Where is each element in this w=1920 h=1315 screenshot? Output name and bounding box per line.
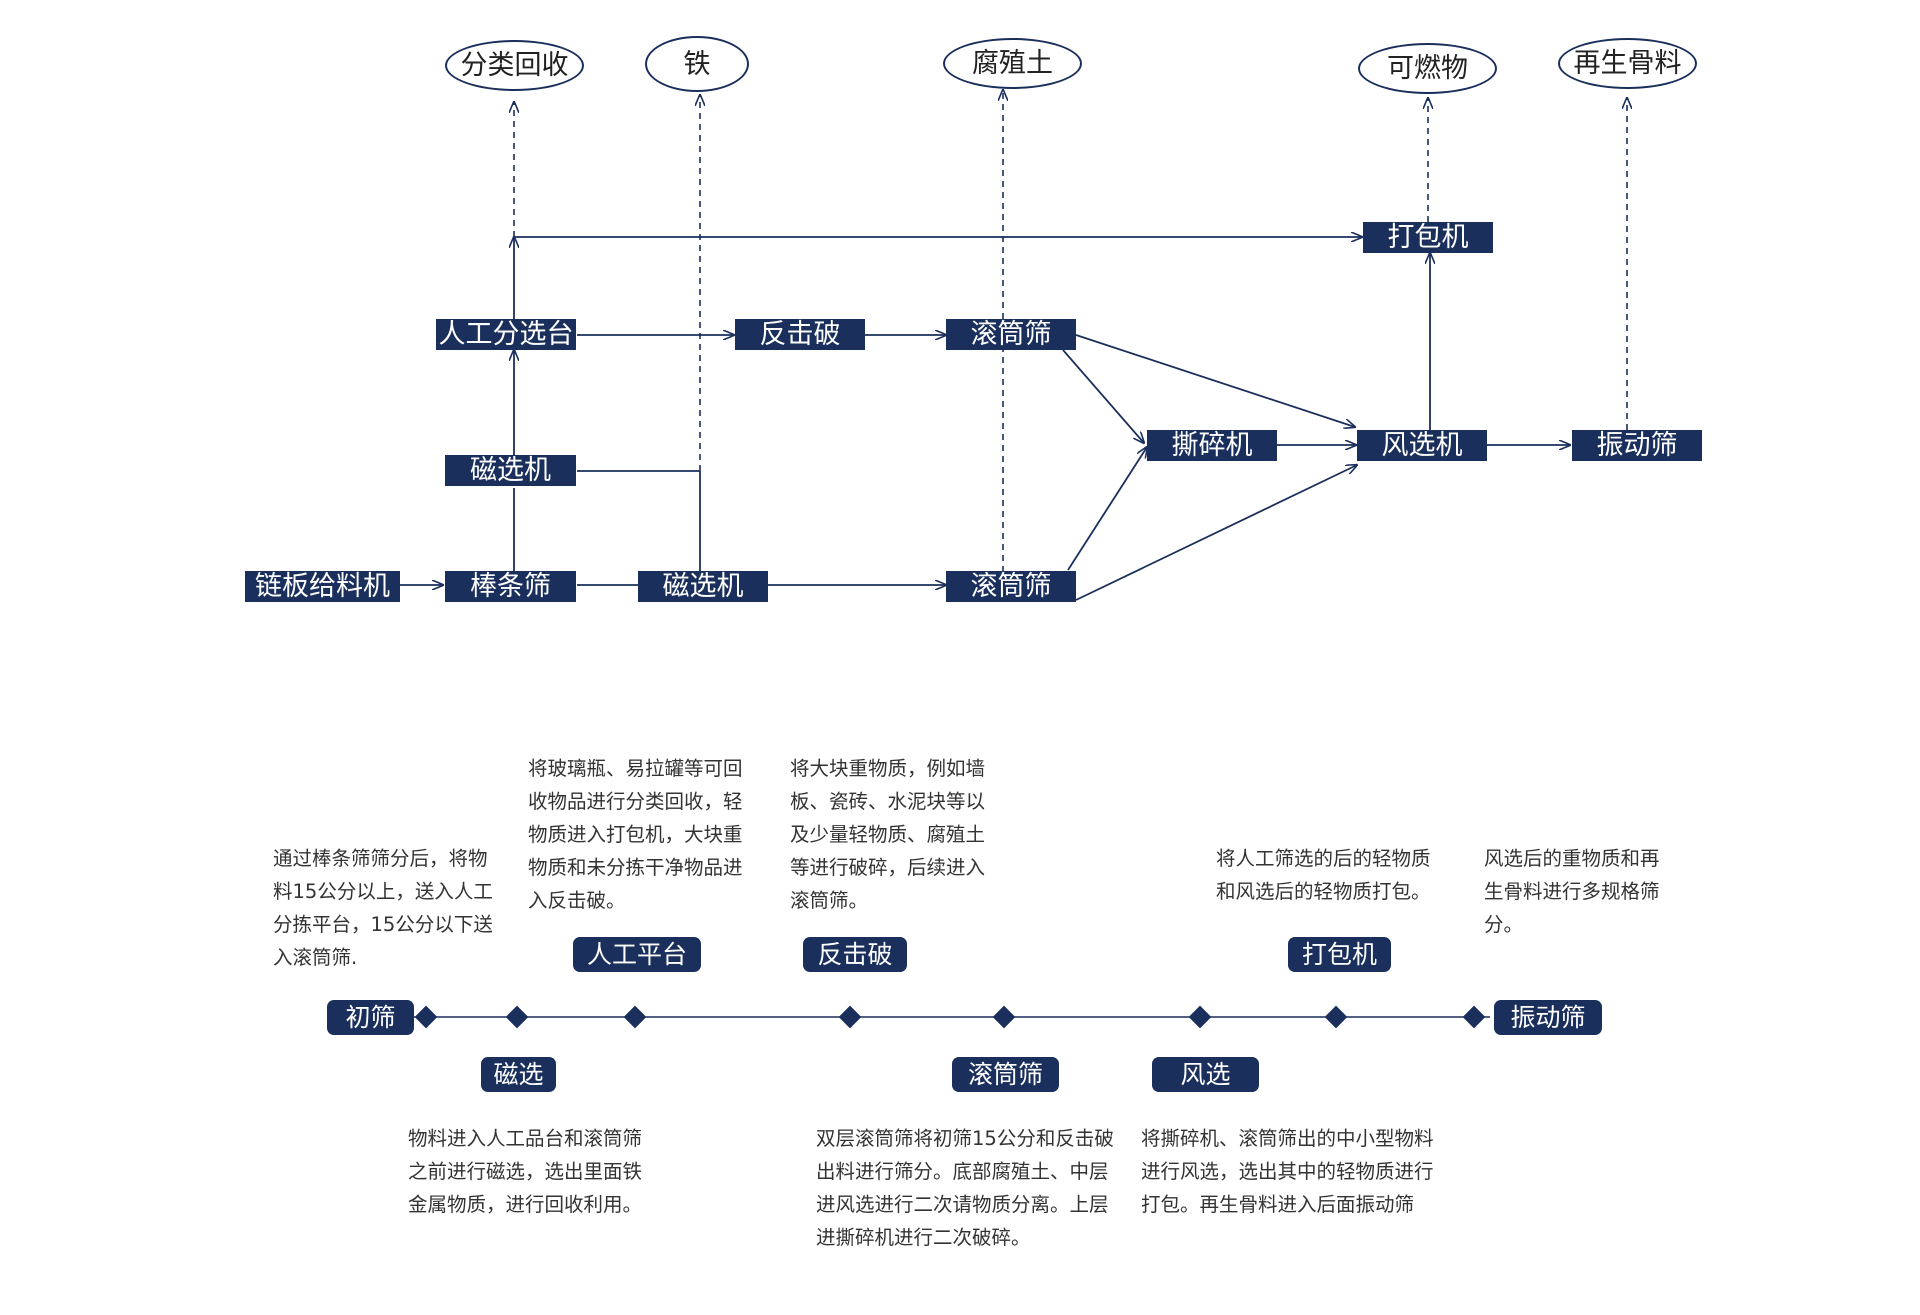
desc-line: 板、瓷砖、水泥块等以 bbox=[790, 790, 986, 813]
desc-line: 双层滚筒筛将初筛15公分和反击破 bbox=[816, 1127, 1114, 1150]
desc-line: 进风选进行二次请物质分离。上层 bbox=[816, 1193, 1109, 1216]
node-magnet-upper: 磁选机 bbox=[445, 455, 576, 486]
desc-line: 将人工筛选的后的轻物质 bbox=[1216, 847, 1431, 870]
output-aggregate: 再生骨料 bbox=[1558, 38, 1697, 89]
desc-line: 金属物质，进行回收利用。 bbox=[408, 1193, 643, 1216]
desc-line: 和风选后的轻物质打包。 bbox=[1216, 880, 1431, 903]
node-manual-sorting: 人工分选台 bbox=[436, 319, 576, 350]
node-drum-lower: 滚筒筛 bbox=[946, 571, 1076, 602]
timeline-label-magnetic: 磁选 bbox=[481, 1057, 556, 1092]
timeline-marker bbox=[1188, 1005, 1212, 1029]
timeline-marker bbox=[505, 1005, 529, 1029]
desc-line: 风选后的重物质和再 bbox=[1484, 847, 1660, 870]
output-humus: 腐殖土 bbox=[943, 38, 1082, 89]
timeline-start: 初筛 bbox=[327, 1000, 414, 1035]
desc-line: 打包。再生骨料进入后面振动筛 bbox=[1141, 1193, 1415, 1216]
desc-line: 将撕碎机、滚筒筛出的中小型物料 bbox=[1141, 1127, 1434, 1150]
desc-line: 物质和未分拣干净物品进 bbox=[528, 856, 743, 879]
desc-line: 将大块重物质，例如墙 bbox=[790, 757, 986, 780]
node-drum-upper: 滚筒筛 bbox=[946, 319, 1076, 350]
timeline-marker bbox=[1462, 1005, 1486, 1029]
output-iron: 铁 bbox=[645, 36, 749, 92]
node-baler: 打包机 bbox=[1363, 222, 1493, 253]
desc-air: 将撕碎机、滚筒筛出的中小型物料 进行风选，选出其中的轻物质进行 打包。再生骨料进… bbox=[1141, 1122, 1434, 1221]
timeline-marker bbox=[1324, 1005, 1348, 1029]
desc-line: 入滚筒筛. bbox=[273, 946, 358, 969]
desc-baler: 将人工筛选的后的轻物质 和风选后的轻物质打包。 bbox=[1216, 842, 1431, 908]
node-bar-screen: 棒条筛 bbox=[445, 571, 576, 602]
timeline-label-baler: 打包机 bbox=[1288, 937, 1391, 972]
desc-line: 生骨料进行多规格筛 bbox=[1484, 880, 1660, 903]
edge-drumup-shredder bbox=[1062, 349, 1144, 443]
desc-vibrating: 风选后的重物质和再 生骨料进行多规格筛 分。 bbox=[1484, 842, 1660, 941]
output-combustible: 可燃物 bbox=[1358, 43, 1497, 94]
desc-line: 收物品进行分类回收，轻 bbox=[528, 790, 743, 813]
desc-magnetic: 物料进入人工品台和滚筒筛 之前进行磁选，选出里面铁 金属物质，进行回收利用。 bbox=[408, 1122, 642, 1221]
desc-line: 入反击破。 bbox=[528, 889, 626, 912]
timeline-label-drum: 滚筒筛 bbox=[952, 1057, 1059, 1092]
desc-line: 通过棒条筛筛分后，将物 bbox=[273, 847, 488, 870]
desc-drum: 双层滚筒筛将初筛15公分和反击破 出料进行筛分。底部腐殖土、中层 进风选进行二次… bbox=[816, 1122, 1114, 1254]
desc-line: 分拣平台，15公分以下送 bbox=[273, 913, 493, 936]
desc-screening: 通过棒条筛筛分后，将物 料15公分以上，送入人工 分拣平台，15公分以下送 入滚… bbox=[273, 842, 493, 974]
node-impact-crusher: 反击破 bbox=[735, 319, 865, 350]
desc-line: 之前进行磁选，选出里面铁 bbox=[408, 1160, 643, 1183]
timeline-end: 振动筛 bbox=[1494, 1000, 1602, 1035]
timeline-marker bbox=[992, 1005, 1016, 1029]
node-magnet-lower: 磁选机 bbox=[638, 571, 768, 602]
timeline-label-impact-crusher: 反击破 bbox=[803, 937, 907, 972]
node-shredder: 撕碎机 bbox=[1147, 430, 1277, 461]
desc-line: 物料进入人工品台和滚筒筛 bbox=[408, 1127, 643, 1150]
desc-line: 分。 bbox=[1484, 913, 1524, 936]
timeline-marker bbox=[414, 1005, 438, 1029]
desc-line: 出料进行筛分。底部腐殖土、中层 bbox=[816, 1160, 1109, 1183]
edge-drumup-air bbox=[1075, 334, 1355, 427]
desc-crusher: 将大块重物质，例如墙 板、瓷砖、水泥块等以 及少量轻物质、腐殖土 等进行破碎，后… bbox=[790, 752, 985, 917]
node-air-separator: 风选机 bbox=[1357, 430, 1487, 461]
output-recycle: 分类回收 bbox=[445, 40, 584, 91]
timeline-marker bbox=[838, 1005, 862, 1029]
desc-line: 料15公分以上，送入人工 bbox=[273, 880, 493, 903]
desc-manual: 将玻璃瓶、易拉罐等可回 收物品进行分类回收，轻 物质进入打包机，大块重 物质和未… bbox=[528, 752, 743, 917]
timeline-marker bbox=[623, 1005, 647, 1029]
desc-line: 物质进入打包机，大块重 bbox=[528, 823, 743, 846]
desc-line: 滚筒筛。 bbox=[790, 889, 869, 912]
desc-line: 等进行破碎，后续进入 bbox=[790, 856, 986, 879]
desc-line: 及少量轻物质、腐殖土 bbox=[790, 823, 986, 846]
desc-line: 将玻璃瓶、易拉罐等可回 bbox=[528, 757, 743, 780]
timeline-label-manual-platform: 人工平台 bbox=[573, 937, 701, 972]
desc-line: 进撕碎机进行二次破碎。 bbox=[816, 1226, 1031, 1249]
desc-line: 进行风选，选出其中的轻物质进行 bbox=[1141, 1160, 1434, 1183]
node-chain-feeder: 链板给料机 bbox=[245, 571, 400, 602]
node-vibrating-screen: 振动筛 bbox=[1572, 430, 1702, 461]
edge-drumlow-shredder bbox=[1067, 447, 1147, 571]
edge-drumlow-air bbox=[1075, 465, 1357, 601]
timeline-label-air: 风选 bbox=[1152, 1057, 1259, 1092]
